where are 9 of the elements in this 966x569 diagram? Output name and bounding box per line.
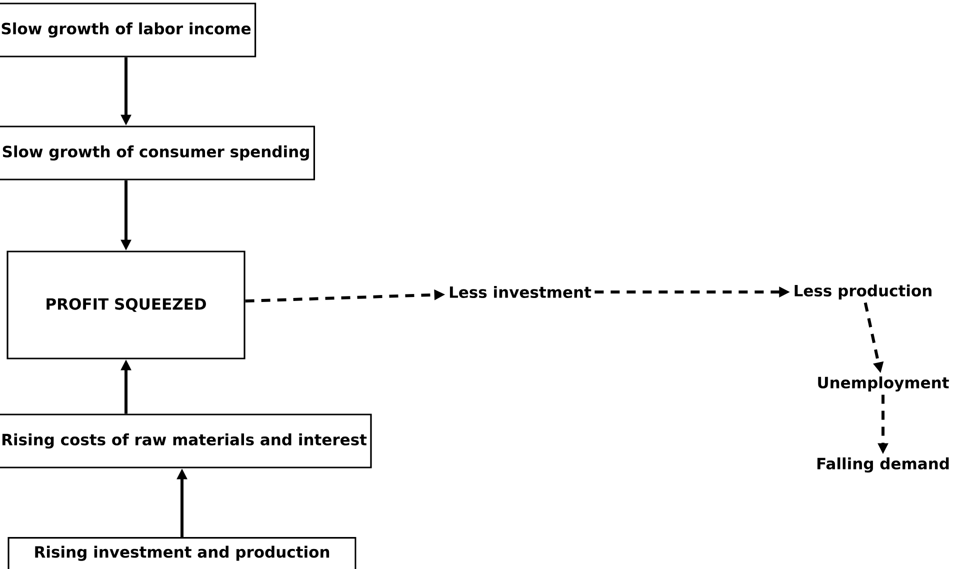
effect-label: Less production: [794, 284, 932, 300]
effect-label: Falling demand: [817, 457, 949, 473]
process-box: Slow growth of labor income: [0, 2, 256, 58]
process-box: PROFIT SQUEEZED: [6, 250, 246, 360]
process-box: Slow growth of consumer spending: [0, 126, 316, 180]
process-box: Rising costs of raw materials and interest: [0, 414, 372, 468]
effect-label: Unemployment: [818, 376, 949, 392]
effect-label: Less investment: [450, 286, 592, 298]
process-box: Rising investment and production: [8, 537, 356, 569]
